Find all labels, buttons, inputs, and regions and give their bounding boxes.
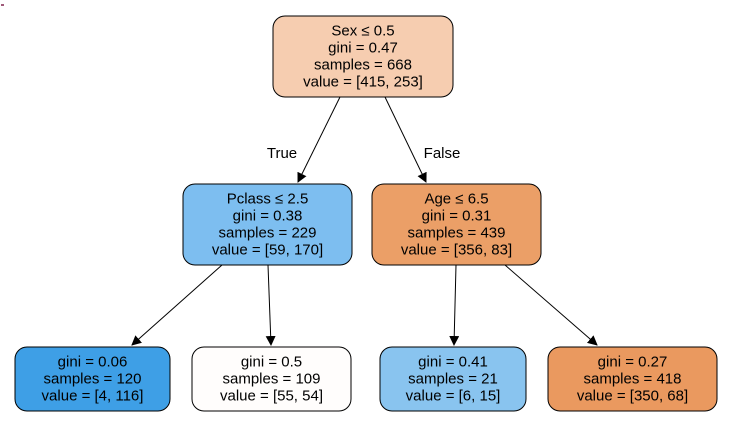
tree-node-line: gini = 0.27	[598, 354, 668, 371]
tree-node-line: samples = 439	[408, 225, 506, 242]
tree-node-box	[182, 183, 353, 266]
tree-node-box	[379, 346, 527, 412]
edge-root-left	[297, 96, 341, 183]
edges-layer: True False	[131, 96, 598, 346]
tree-node-line: gini = 0.41	[418, 354, 488, 371]
edge-right-rl	[449, 264, 460, 346]
tree-node-box	[14, 346, 171, 412]
tree-node-box	[191, 346, 352, 412]
edge-label-true: True	[267, 145, 297, 162]
tree-node-line: value = [356, 83]	[401, 242, 512, 259]
tree-node-line: value = [4, 116]	[42, 388, 144, 405]
corner-mark	[1, 4, 4, 6]
tree-node-line: value = [350, 68]	[577, 388, 688, 405]
edge-left-ll	[131, 264, 223, 346]
tree-node-box	[272, 15, 454, 98]
edge-root-right	[384, 96, 427, 183]
tree-node-line: samples = 120	[44, 371, 142, 388]
tree-node-line: samples = 229	[219, 225, 317, 242]
tree-node-line: gini = 0.31	[422, 208, 492, 225]
tree-node-line: samples = 668	[314, 57, 412, 74]
tree-node-line: Sex ≤ 0.5	[331, 23, 394, 40]
tree-node-line: Pclass ≤ 2.5	[227, 191, 309, 208]
tree-node-line: Age ≤ 6.5	[424, 191, 488, 208]
tree-node-line: gini = 0.5	[241, 354, 302, 371]
edge-right-rr	[504, 264, 598, 346]
tree-node-box	[547, 346, 718, 412]
tree-node-line: value = [55, 54]	[220, 388, 323, 405]
tree-node-line: gini = 0.38	[233, 208, 303, 225]
tree-node-box	[371, 183, 542, 266]
tree-node-line: value = [415, 253]	[303, 74, 423, 91]
tree-node-line: value = [59, 170]	[212, 242, 323, 259]
tree-node-line: value = [6, 15]	[406, 388, 501, 405]
tree-node-line: gini = 0.47	[328, 40, 398, 57]
edge-left-lr	[265, 264, 276, 346]
tree-node-line: samples = 418	[584, 371, 682, 388]
tree-node-line: samples = 109	[223, 371, 321, 388]
edge-label-false: False	[424, 145, 461, 162]
tree-node-line: samples = 21	[408, 371, 498, 388]
tree-node-line: gini = 0.06	[58, 354, 128, 371]
